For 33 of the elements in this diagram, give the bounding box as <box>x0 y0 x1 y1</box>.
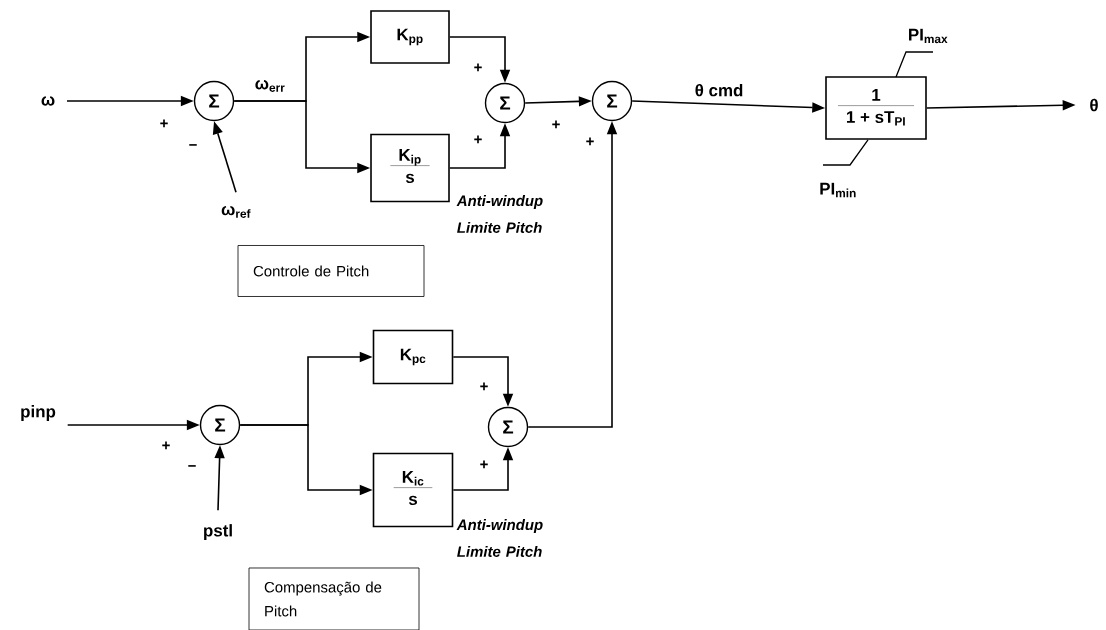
sign-label: + <box>586 137 594 146</box>
transfer-function-block: K$_{ic}$ s <box>372 452 454 528</box>
gain-block: K$_{pc}$ <box>372 329 454 385</box>
signal-label: ω$_{ref}$ <box>221 206 251 218</box>
note-text: Anti-windup Limite Pitch <box>456 519 543 557</box>
sign-label: − <box>188 465 196 467</box>
summing-junction: Σ <box>199 404 241 446</box>
signal-label: pstl <box>204 524 232 540</box>
sign-label: + <box>160 119 168 128</box>
signal-label: ω <box>41 96 55 106</box>
signal-label: pinp <box>21 405 56 421</box>
sign-label: + <box>552 120 560 129</box>
summing-junction: Σ <box>193 80 235 122</box>
sign-label: + <box>162 441 170 450</box>
sign-label: + <box>474 135 482 144</box>
limit-label: PI$_{max}$ <box>909 28 948 44</box>
sign-label: + <box>474 63 482 72</box>
summing-junction: Σ <box>487 406 529 448</box>
limit-label: PI$_{min}$ <box>820 182 856 198</box>
sign-label: + <box>480 382 488 391</box>
sign-label: + <box>480 460 488 469</box>
gain-block: K$_{pp}$ <box>370 10 450 64</box>
note-text: Anti-windup Limite Pitch <box>456 195 543 233</box>
signal-label: θ <box>1090 98 1098 112</box>
transfer-function-block: K$_{ip}$ s <box>370 133 450 203</box>
transfer-function-block: 1 1 + sT$_{PI}$ <box>825 76 927 140</box>
summing-junction: Σ <box>484 82 526 124</box>
sign-label: − <box>189 144 197 146</box>
summing-junction: Σ <box>591 80 633 122</box>
signal-label: ω$_{err}$ <box>255 80 285 92</box>
caption-box: Compensação de Pitch <box>248 567 420 630</box>
caption-box: Controle de Pitch <box>237 245 425 297</box>
edge-label: θ cmd <box>693 82 745 98</box>
